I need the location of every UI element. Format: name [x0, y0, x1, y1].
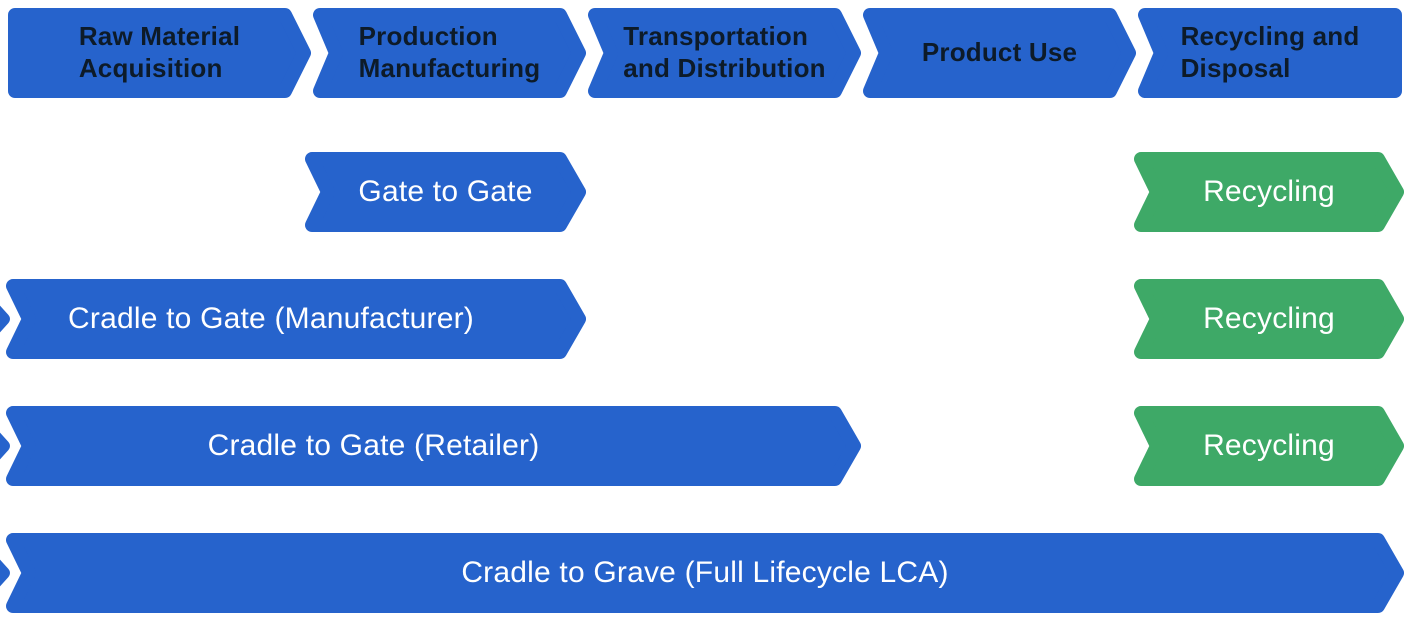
stage-label: Recycling and Disposal [1180, 21, 1360, 83]
scope-segment-cradle-to-gate-retailer: Cradle to Gate (Retailer) [6, 406, 861, 486]
scope-label: Cradle to Gate (Manufacturer) [68, 302, 474, 335]
scope-label: Recycling [1203, 429, 1335, 462]
scope-segment-blank [863, 406, 1136, 486]
scope-segment-recycling: Recycling [1134, 406, 1404, 486]
scope-segment-gate-to-gate: Gate to Gate [305, 152, 586, 232]
row-tail-tip [0, 533, 16, 613]
scope-segment-cradle-to-grave: Cradle to Grave (Full Lifecycle LCA) [6, 533, 1404, 613]
stage-label: Product Use [921, 37, 1078, 68]
scope-label: Cradle to Gate (Retailer) [207, 429, 540, 462]
scope-segment-blank [588, 152, 1136, 232]
stage-label: Raw Material Acquisition [78, 21, 241, 83]
scope-label: Recycling [1203, 302, 1335, 335]
stage-label: Production Manufacturing [358, 21, 541, 83]
row-tail-tip [0, 406, 16, 486]
scope-segment-blank [588, 279, 1136, 359]
stage-chevron-raw-material-acquisition: Raw Material Acquisition [8, 8, 311, 98]
stage-chevron-production-manufacturing: Production Manufacturing [313, 8, 586, 98]
stage-label: Transportation and Distribution [623, 21, 826, 83]
scope-label: Recycling [1203, 175, 1335, 208]
scope-segment-blank [6, 152, 311, 232]
scope-label: Gate to Gate [358, 175, 533, 208]
scope-segment-cradle-to-gate-manufacturer: Cradle to Gate (Manufacturer) [6, 279, 586, 359]
scope-segment-recycling: Recycling [1134, 152, 1404, 232]
row-tail-tip [0, 152, 16, 232]
scope-label: Cradle to Grave (Full Lifecycle LCA) [461, 556, 949, 589]
stage-chevron-transportation-distribution: Transportation and Distribution [588, 8, 861, 98]
stage-chevron-product-use: Product Use [863, 8, 1136, 98]
row-tail-tip [0, 279, 16, 359]
stage-chevron-recycling-disposal: Recycling and Disposal [1138, 8, 1402, 98]
scope-segment-recycling: Recycling [1134, 279, 1404, 359]
